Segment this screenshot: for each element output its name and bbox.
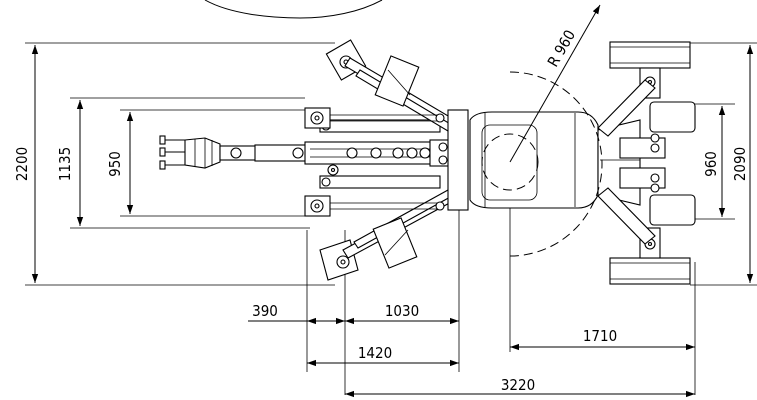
- dim-boom-offset: 390: [248, 302, 345, 325]
- dim-track-width-outer-label: 1135: [56, 147, 74, 181]
- dim-boom-length: 1420: [307, 344, 459, 367]
- overhead-arc: [204, 0, 383, 19]
- front-outrigger-top: [304, 39, 456, 132]
- dim-track-width-inner: 950: [106, 112, 134, 214]
- dim-overall-length: 3220: [345, 376, 695, 398]
- dim-rear-outrigger-outer: 2090: [731, 45, 754, 283]
- dim-overall-width: 2200: [13, 45, 39, 283]
- dim-track-width-inner-label: 950: [106, 151, 124, 177]
- dim-rear-outrigger-inner: 960: [702, 106, 726, 217]
- boom-assembly: [159, 119, 459, 189]
- dim-turret-to-rear: 1710: [510, 327, 695, 351]
- dim-overall-length-label: 3220: [501, 376, 535, 394]
- dim-boom-to-turret: 1030: [345, 302, 459, 325]
- dim-overall-width-label: 2200: [13, 147, 31, 181]
- dim-boom-offset-label: 390: [252, 302, 278, 320]
- dim-rear-outrigger-inner-label: 960: [702, 151, 720, 177]
- dim-turret-to-rear-label: 1710: [583, 327, 617, 345]
- dim-rear-outrigger-outer-label: 2090: [731, 147, 749, 181]
- rear-outrigger-bottom: [597, 167, 696, 285]
- tool-head: [159, 135, 221, 170]
- rear-outrigger-top: [597, 41, 696, 159]
- radius-label: R 960: [544, 27, 579, 70]
- dim-track-width-outer: 1135: [56, 100, 84, 226]
- front-outrigger-bottom: [304, 164, 456, 281]
- dim-boom-length-label: 1420: [358, 344, 392, 362]
- turret-chassis: [447, 109, 641, 211]
- dim-boom-to-turret-label: 1030: [385, 302, 419, 320]
